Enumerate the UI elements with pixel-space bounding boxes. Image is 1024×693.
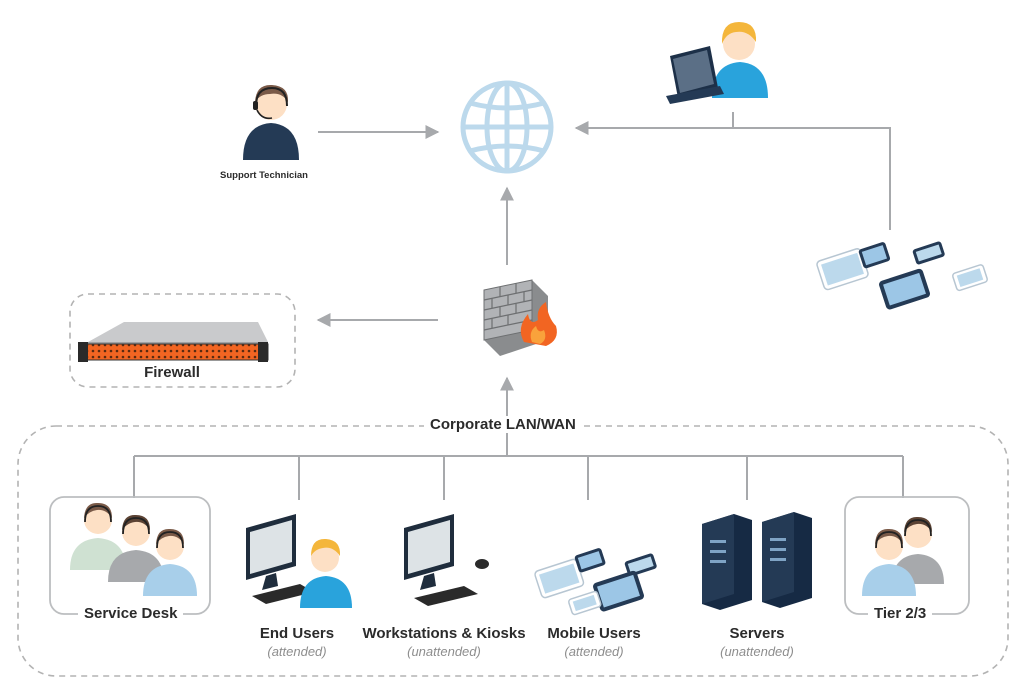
server-rack-icon bbox=[702, 512, 812, 610]
workstations-sublabel: (unattended) bbox=[407, 644, 481, 659]
end-users-label: End Users bbox=[259, 625, 335, 642]
globe-icon bbox=[460, 80, 554, 174]
service-desk-label: Service Desk bbox=[78, 605, 184, 622]
workstation-icon bbox=[404, 514, 489, 606]
headset-person-icon bbox=[243, 84, 299, 160]
firewall-appliance-boundary bbox=[69, 293, 296, 388]
tier-label: Tier 2/3 bbox=[868, 605, 933, 622]
brick-wall-fire-icon bbox=[483, 279, 557, 356]
tier-box bbox=[844, 496, 970, 615]
laptop-user-icon bbox=[666, 22, 768, 104]
rack-appliance-icon bbox=[78, 322, 269, 362]
servers-label: Servers bbox=[729, 625, 785, 642]
service-desk-people-icon bbox=[70, 502, 197, 596]
workstations-label: Workstations & Kiosks bbox=[362, 625, 526, 642]
firewall-label: Firewall bbox=[144, 364, 200, 381]
corporate-lan-label: Corporate LAN/WAN bbox=[424, 416, 582, 433]
tier-people-icon bbox=[862, 516, 944, 596]
end-users-sublabel: (attended) bbox=[267, 644, 327, 659]
mobile-users-label: Mobile Users bbox=[547, 625, 641, 642]
mobile-devices-icon bbox=[816, 241, 988, 310]
mobile-users-icon bbox=[534, 548, 657, 616]
support-technician-label: Support Technician bbox=[220, 170, 308, 181]
servers-sublabel: (unattended) bbox=[720, 644, 794, 659]
remote-to-internet-arrow bbox=[574, 121, 891, 230]
mobile-users-sublabel: (attended) bbox=[564, 644, 624, 659]
desktop-user-icon bbox=[246, 514, 352, 608]
